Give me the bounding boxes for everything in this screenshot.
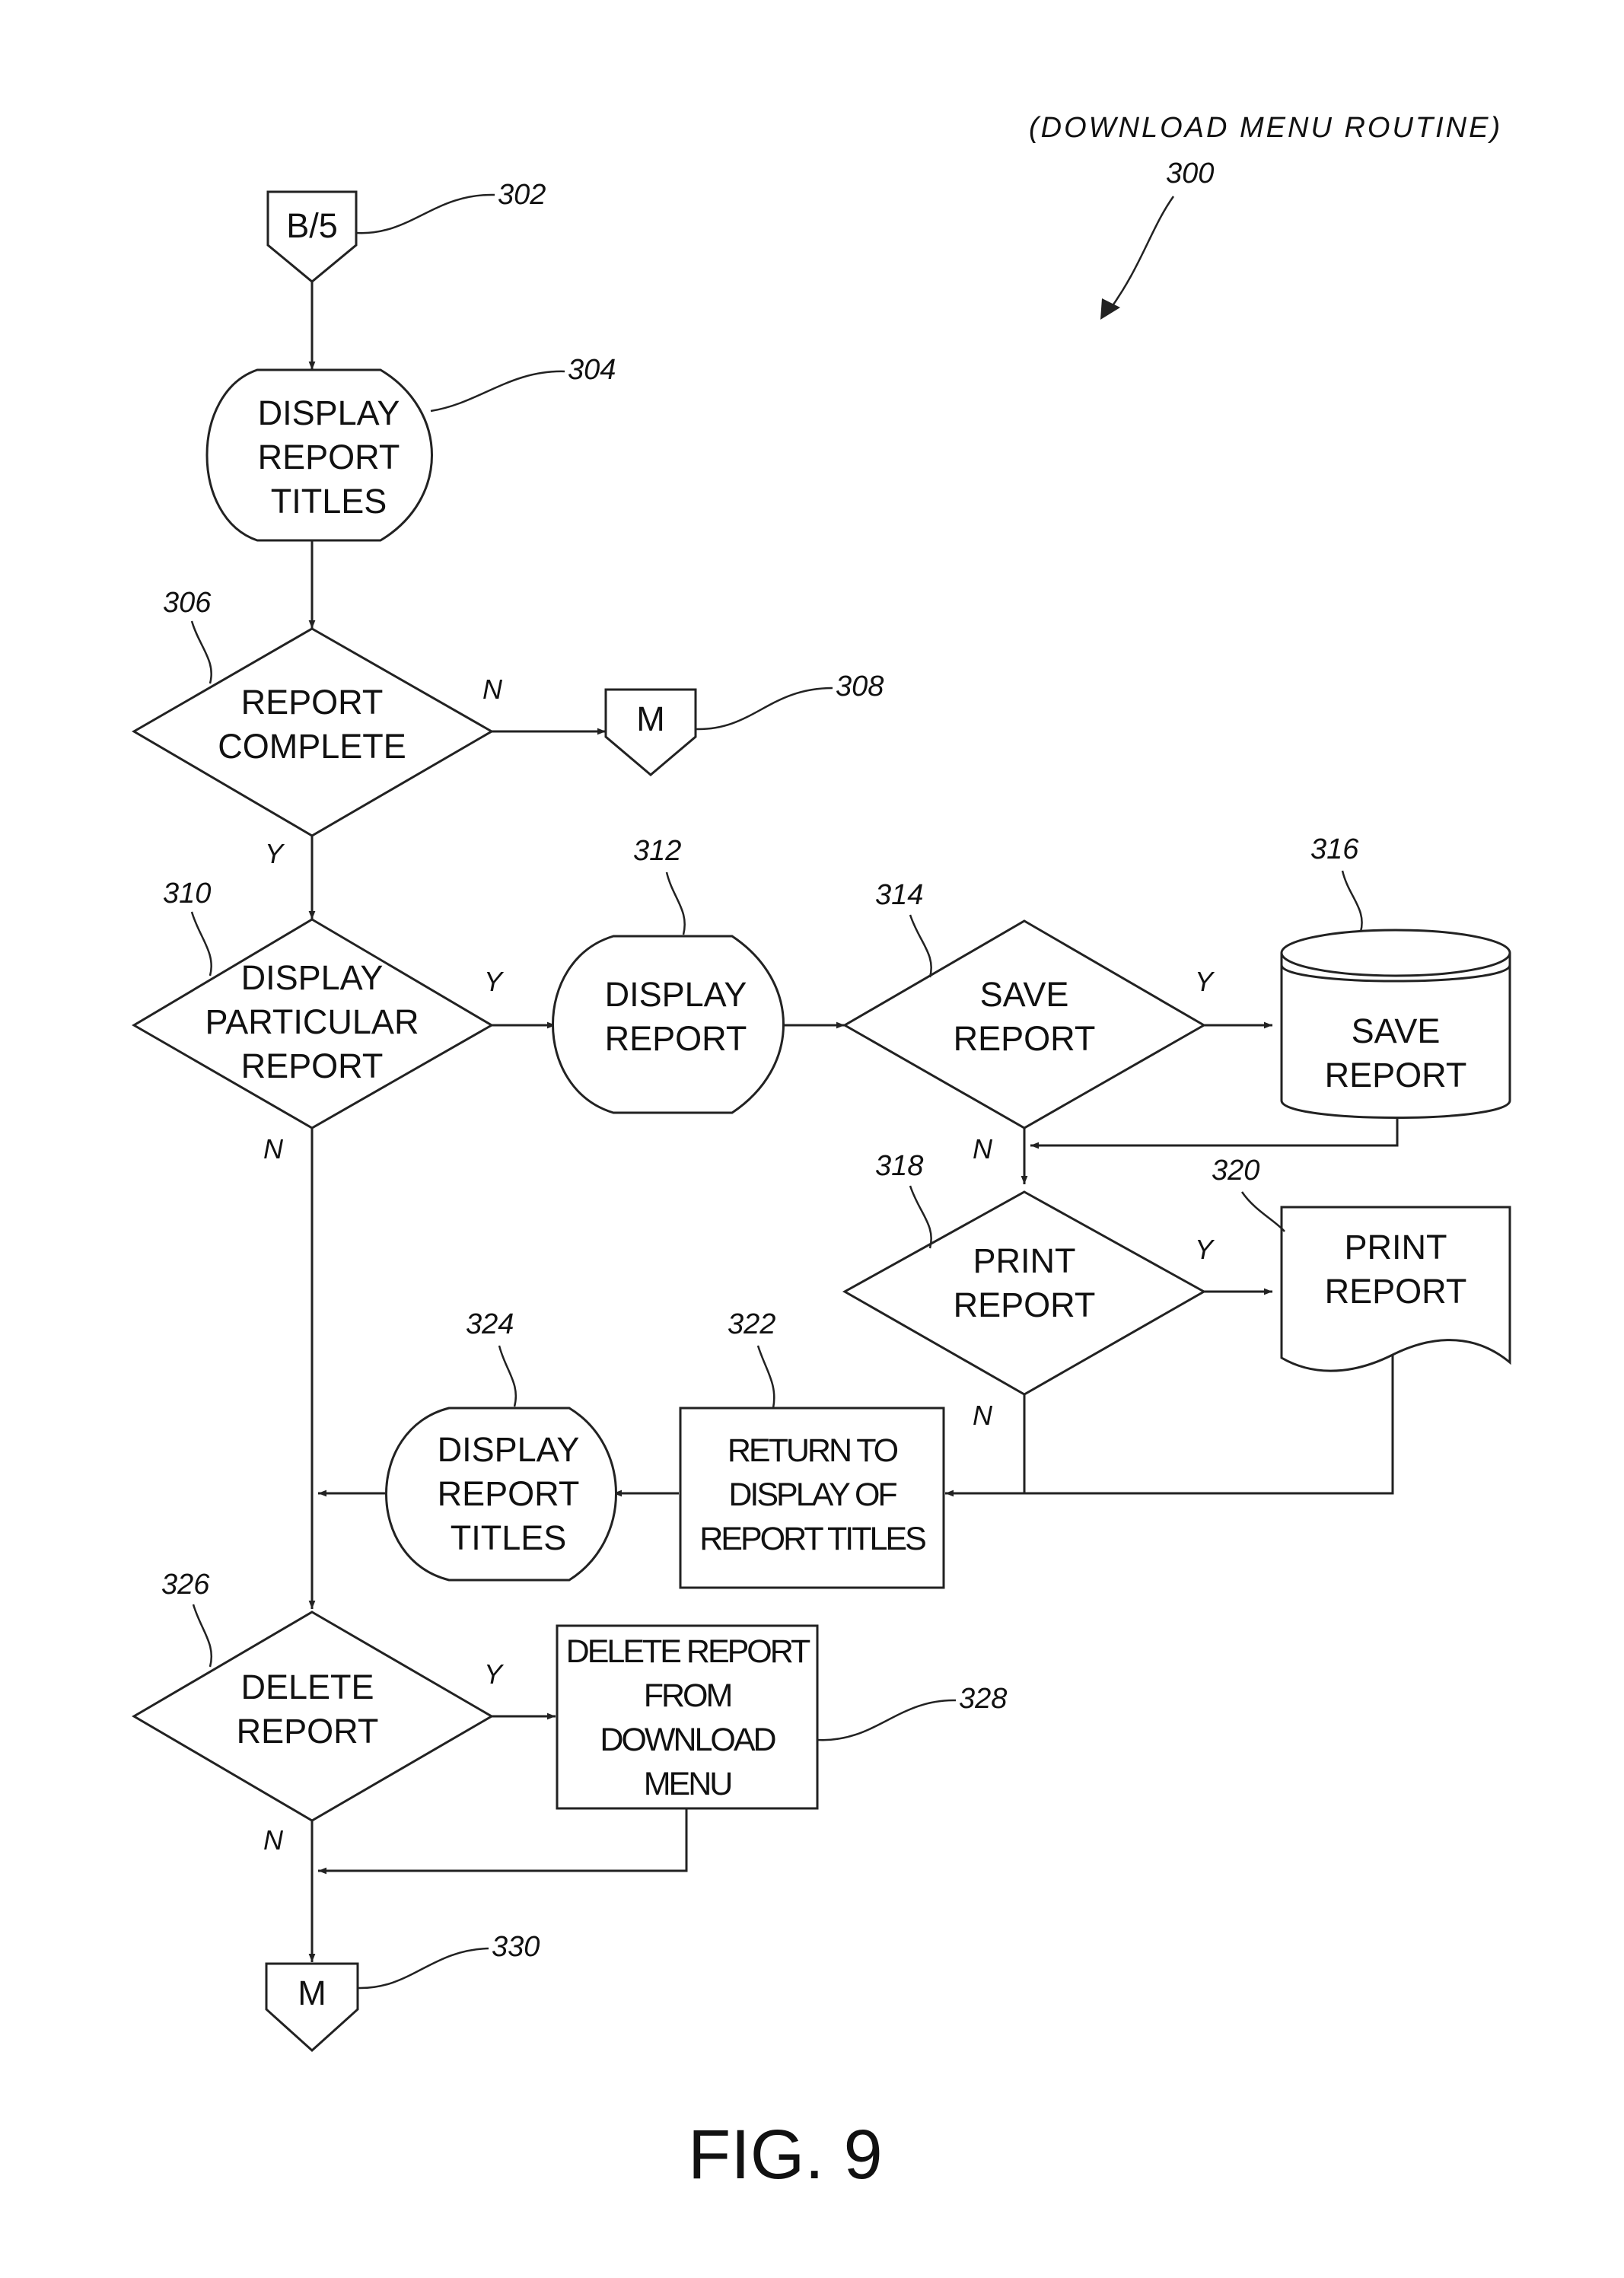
svg-text:REPORT: REPORT	[605, 1019, 747, 1058]
svg-text:DELETE: DELETE	[240, 1668, 374, 1706]
edge-314-318-label: N	[973, 1133, 993, 1164]
edge-318-322-label: N	[973, 1400, 993, 1431]
leader-330	[358, 1948, 489, 1988]
edge-306-308-label: N	[482, 674, 503, 705]
svg-text:DISPLAY: DISPLAY	[605, 975, 747, 1014]
svg-text:TITLES: TITLES	[271, 482, 387, 521]
svg-text:FROM: FROM	[644, 1677, 731, 1714]
svg-text:RETURN TO: RETURN TO	[728, 1432, 898, 1469]
node-316-storage: SAVE REPORT	[1282, 930, 1510, 1118]
routine-ref-arrowhead	[1100, 298, 1120, 320]
edge-320-322	[1024, 1355, 1393, 1493]
ref-328: 328	[959, 1683, 1007, 1715]
ref-324: 324	[466, 1308, 514, 1340]
routine-ref-label: 300	[1166, 158, 1214, 190]
svg-text:REPORT: REPORT	[438, 1474, 580, 1513]
svg-text:REPORT: REPORT	[258, 438, 400, 476]
routine-title: (DOWNLOAD MENU ROUTINE)	[1029, 112, 1502, 144]
ref-314: 314	[875, 879, 923, 911]
edge-318-320-label: Y	[1195, 1234, 1215, 1265]
edge-306-310-label: Y	[265, 838, 285, 869]
leader-320	[1242, 1192, 1285, 1231]
svg-text:DISPLAY: DISPLAY	[241, 958, 384, 997]
edge-310-326-label: N	[263, 1133, 284, 1164]
node-328-process: DELETE REPORT FROM DOWNLOAD MENU	[557, 1626, 817, 1808]
node-308-connector: M	[606, 690, 696, 775]
node-312-display: DISPLAY REPORT	[553, 936, 784, 1113]
node-322-process: RETURN TO DISPLAY OF REPORT TITLES	[680, 1408, 944, 1588]
leader-306	[192, 621, 212, 683]
svg-text:DISPLAY: DISPLAY	[438, 1430, 580, 1469]
leader-316	[1342, 871, 1362, 932]
node-310-decision: DISPLAY PARTICULAR REPORT	[134, 919, 492, 1128]
ref-326: 326	[161, 1569, 210, 1601]
edge-326-330-label: N	[263, 1824, 284, 1856]
ref-302: 302	[498, 179, 546, 211]
leader-302	[356, 195, 495, 233]
svg-text:REPORT: REPORT	[237, 1712, 379, 1751]
svg-text:REPORT: REPORT	[241, 683, 384, 722]
leader-322	[758, 1346, 774, 1408]
leader-326	[193, 1604, 212, 1667]
svg-text:DOWNLOAD: DOWNLOAD	[600, 1722, 775, 1758]
svg-text:REPORT: REPORT	[241, 1047, 384, 1085]
svg-text:SAVE: SAVE	[1352, 1012, 1441, 1050]
edge-310-312-label: Y	[484, 966, 505, 997]
svg-text:REPORT: REPORT	[1325, 1272, 1467, 1311]
figure-label: FIG. 9	[688, 2116, 883, 2194]
leader-318	[910, 1186, 931, 1248]
edge-316-318	[1030, 1116, 1397, 1145]
ref-320: 320	[1212, 1155, 1259, 1187]
ref-304: 304	[568, 354, 616, 386]
node-324-display: DISPLAY REPORT TITLES	[387, 1408, 616, 1580]
svg-text:REPORT: REPORT	[954, 1286, 1096, 1324]
ref-330: 330	[492, 1931, 540, 1963]
node-314-decision: SAVE REPORT	[845, 921, 1204, 1128]
svg-text:REPORT: REPORT	[954, 1019, 1096, 1058]
svg-text:PRINT: PRINT	[1345, 1228, 1447, 1266]
leader-310	[192, 912, 212, 976]
node-326-decision: DELETE REPORT	[134, 1612, 492, 1821]
node-302-connector: B/5	[268, 192, 356, 282]
ref-308: 308	[836, 671, 884, 703]
svg-text:DISPLAY: DISPLAY	[258, 393, 400, 432]
node-306-decision: REPORT COMPLETE	[134, 629, 492, 836]
svg-text:REPORT: REPORT	[1325, 1056, 1467, 1094]
svg-text:PRINT: PRINT	[973, 1241, 1076, 1280]
ref-310: 310	[163, 878, 211, 910]
svg-text:M: M	[298, 1974, 326, 2012]
node-320-document: PRINT REPORT	[1282, 1207, 1510, 1371]
ref-306: 306	[163, 587, 212, 619]
ref-312: 312	[633, 835, 681, 867]
leader-314	[910, 915, 931, 977]
svg-text:PARTICULAR: PARTICULAR	[205, 1002, 419, 1041]
svg-text:REPORT TITLES: REPORT TITLES	[699, 1521, 925, 1557]
svg-text:TITLES: TITLES	[451, 1518, 567, 1557]
routine-ref-leader	[1108, 196, 1173, 312]
svg-text:M: M	[636, 699, 665, 738]
svg-text:DISPLAY OF: DISPLAY OF	[728, 1477, 896, 1513]
ref-322: 322	[728, 1308, 775, 1340]
ref-318: 318	[875, 1150, 923, 1182]
edge-326-328-label: Y	[484, 1658, 505, 1690]
svg-text:MENU: MENU	[644, 1766, 731, 1802]
edge-328-330	[318, 1808, 686, 1871]
ref-316: 316	[1310, 833, 1359, 865]
leader-308	[696, 688, 833, 729]
leader-312	[667, 872, 685, 935]
svg-text:DELETE REPORT: DELETE REPORT	[566, 1633, 810, 1670]
node-304-display: DISPLAY REPORT TITLES	[207, 370, 432, 540]
leader-328	[817, 1700, 956, 1740]
edge-314-316-label: Y	[1195, 966, 1215, 997]
node-330-connector: M	[266, 1964, 358, 2050]
leader-324	[499, 1346, 516, 1407]
svg-text:B/5: B/5	[286, 206, 338, 245]
svg-text:COMPLETE: COMPLETE	[218, 727, 406, 766]
svg-text:SAVE: SAVE	[980, 975, 1069, 1014]
node-318-decision: PRINT REPORT	[845, 1192, 1204, 1394]
leader-304	[431, 371, 565, 411]
